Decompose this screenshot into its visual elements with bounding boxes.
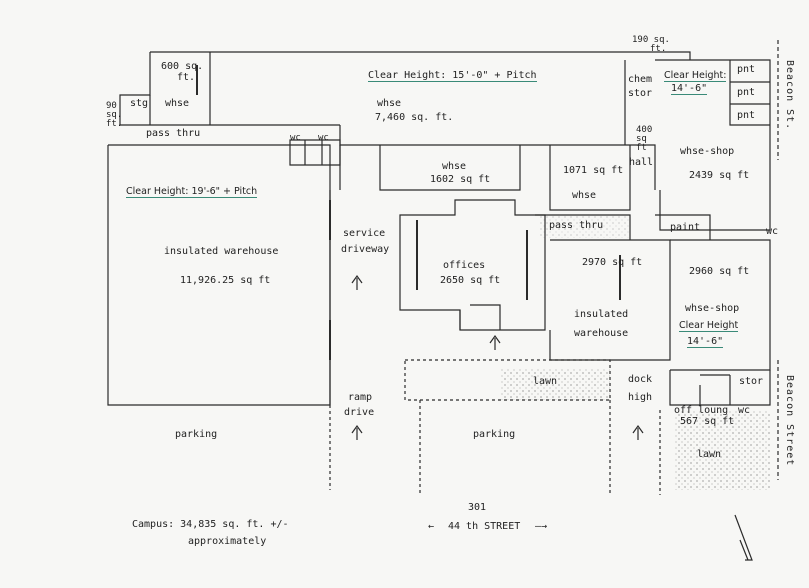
insulated-label: insulated <box>574 309 629 320</box>
pass-thru-top-label: pass thru <box>146 128 201 139</box>
wall-2970 <box>549 239 671 361</box>
drive-arrow-1 <box>351 274 363 290</box>
lawn-dots <box>500 368 610 400</box>
wall-2960 <box>670 239 771 371</box>
pnt-label-3: pnt <box>737 110 756 121</box>
wall-1071 <box>549 145 631 211</box>
area-400-unit-2: ft <box>636 143 647 153</box>
driveway-edge <box>329 145 341 405</box>
lawn-center-label: lawn <box>533 376 558 387</box>
area-190-unit: ft. <box>650 44 667 54</box>
hall-label: hall <box>629 157 654 168</box>
wc-right-label: wc <box>318 133 329 143</box>
area-90-unit-2: ft. <box>106 119 123 129</box>
drive-arrow-3 <box>632 424 644 440</box>
high-label: high <box>628 392 653 403</box>
whse-shop-top-area: 2439 sq ft <box>689 170 750 181</box>
off-loung-label: off loung <box>674 405 729 416</box>
area-90-label: 90 <box>106 101 117 111</box>
area-400-label: 400 <box>636 125 653 135</box>
wall-bottom-right-inner <box>699 374 731 405</box>
wall-hall <box>630 144 656 190</box>
wc-bottom-label: wc <box>738 405 751 416</box>
drive-arrow-2 <box>351 424 363 440</box>
whse-main-area: 7,460 sq. ft. <box>375 112 454 123</box>
whse-1071-label: whse <box>572 190 597 201</box>
pnt-label-1: pnt <box>737 64 756 75</box>
area-600-label: 600 sq. <box>161 61 204 72</box>
area-600-unit: ft. <box>177 72 196 83</box>
street-arrow-right: —→ <box>535 521 548 532</box>
whse-shop-bottom-label: whse-shop <box>685 303 740 314</box>
clear-height-right-top-value: 14'-6" <box>671 83 708 95</box>
beacon-street-label-bottom: Beacon Street <box>784 375 795 467</box>
clear-height-right-bottom-label: Clear Height <box>679 320 739 332</box>
wc-block <box>289 139 341 166</box>
wall-bottom-right <box>669 370 771 406</box>
pass-thru-dots <box>540 216 630 238</box>
parking-left-label: parking <box>175 429 218 440</box>
service-label: service <box>343 228 386 239</box>
entry-arrow <box>489 334 501 350</box>
pnt-label-2: pnt <box>737 87 756 98</box>
campus-approx: approximately <box>188 536 267 547</box>
warehouse-label: warehouse <box>574 328 629 339</box>
wc-paint-label: wc <box>766 226 779 237</box>
wall-offices <box>399 199 546 331</box>
dock-label: dock <box>628 374 653 385</box>
clear-height-main-label: Clear Height: 15'-0" + Pitch <box>368 70 537 82</box>
area-90-unit-1: sq. <box>106 110 123 120</box>
clear-height-right-top-label: Clear Height: <box>664 70 727 82</box>
window-marks <box>196 65 621 360</box>
street-number: 301 <box>468 502 487 513</box>
wall-pnt <box>729 60 770 126</box>
area-1071-label: 1071 sq ft <box>563 165 624 176</box>
insulated-warehouse-left-area: 11,926.25 sq ft <box>180 275 271 286</box>
parking-center-label: parking <box>473 429 516 440</box>
area-2970-label: 2970 sq ft <box>582 257 643 268</box>
whse-shop-top-label: whse-shop <box>680 146 735 157</box>
stor-label: stor <box>628 88 653 99</box>
stor-bottom-label: stor <box>739 376 764 387</box>
chem-label: chem <box>628 74 653 85</box>
whse-1602-area: 1602 sq ft <box>430 174 491 185</box>
lawn-right-dots <box>675 410 770 490</box>
insulated-warehouse-left-label: insulated warehouse <box>164 246 279 257</box>
stg-label: stg <box>130 98 149 109</box>
drive-label: drive <box>344 407 375 418</box>
wall-main-warehouse-bottom <box>339 125 630 146</box>
ramp-label: ramp <box>348 392 373 403</box>
whse-1602-label: whse <box>442 161 467 172</box>
lawn-right-label: lawn <box>697 449 722 460</box>
wall-office-inner <box>459 304 501 330</box>
area-190-label: 190 sq. <box>632 35 670 45</box>
wall-right-top-block <box>655 59 771 231</box>
street-arrow-left: ← <box>428 521 435 532</box>
offices-label: offices <box>443 260 486 271</box>
whse-main-label: whse <box>377 98 402 109</box>
wall-top <box>150 51 691 60</box>
area-2960-label: 2960 sq ft <box>689 266 750 277</box>
north-arrow <box>734 514 753 561</box>
wall-top-small-room <box>119 52 340 126</box>
beacon-st-label-top: Beacon St. <box>784 60 795 131</box>
lawn-outline <box>404 359 611 401</box>
campus-label: Campus: 34,835 sq. ft. +/- <box>132 519 289 530</box>
paint-label: paint <box>670 222 701 233</box>
off-loung-area: 567 sq ft <box>680 416 735 427</box>
parking-right-edge <box>419 400 661 495</box>
wall-paint <box>655 214 711 240</box>
whse-small-label: whse <box>165 98 190 109</box>
offices-area: 2650 sq ft <box>440 275 501 286</box>
area-400-unit-1: sq <box>636 134 647 144</box>
clear-height-left-label: Clear Height: 19'-6" + Pitch <box>126 186 258 198</box>
clear-height-right-bottom-value: 14'-6" <box>687 336 724 348</box>
wc-left-label: wc <box>290 133 301 143</box>
street-name: 44 th STREET <box>448 521 521 532</box>
wall-1602 <box>379 145 521 191</box>
driveway-label: driveway <box>341 244 390 255</box>
pass-thru-mid-label: pass thru <box>549 220 604 231</box>
